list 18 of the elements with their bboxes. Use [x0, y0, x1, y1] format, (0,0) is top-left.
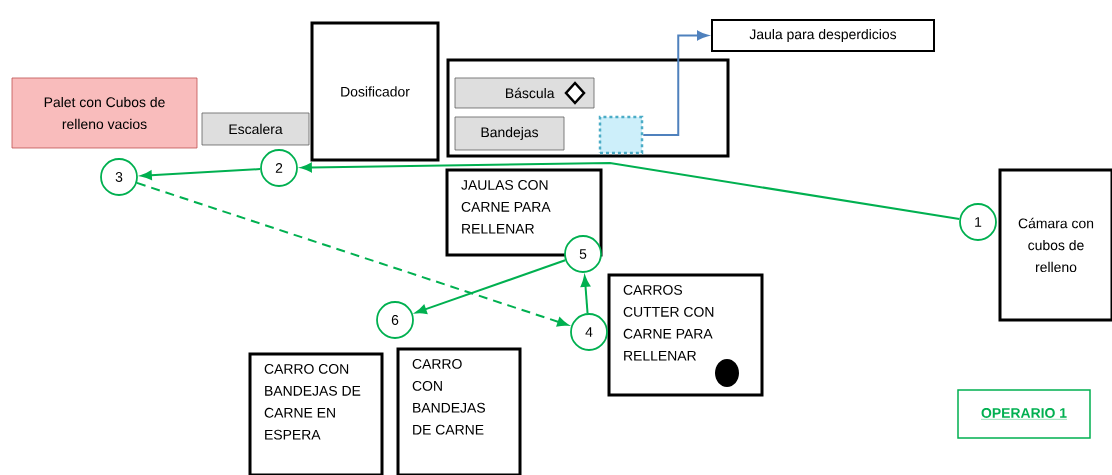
arrow	[140, 168, 262, 180]
dashed-square	[598, 115, 644, 155]
process-box: Jaula para desperdicios	[711, 19, 935, 52]
pallet-box: Palet con Cubos de relleno vacios	[11, 77, 198, 149]
process-box: CARRO CON BANDEJAS DE CARNE	[396, 347, 522, 475]
label-box: OPERARIO 1	[957, 389, 1091, 439]
arrow	[415, 259, 567, 314]
process-box: Dosificador	[310, 21, 440, 162]
arrow	[300, 162, 961, 220]
arrow	[580, 275, 591, 315]
arrow	[135, 181, 569, 327]
station-box: Bandejas	[454, 116, 565, 151]
station-box: Escalera	[201, 112, 310, 146]
arrow	[642, 30, 709, 136]
process-box: CARROS CUTTER CON CARNE PARA RELLENAR	[607, 273, 764, 397]
process-box: CARRO CON BANDEJAS DE CARNE EN ESPERA	[248, 352, 384, 475]
station-box: Báscula	[454, 77, 595, 109]
process-box: Cámara con cubos de relleno	[998, 168, 1112, 322]
